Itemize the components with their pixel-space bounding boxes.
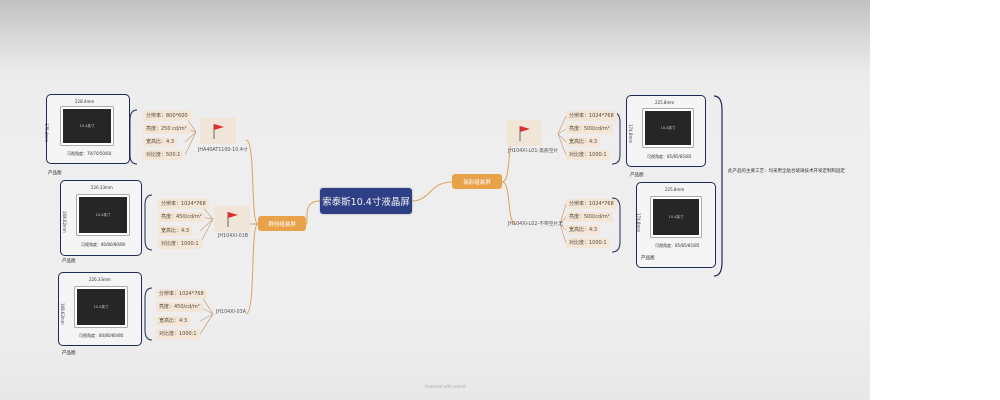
flag-icon [213, 124, 224, 139]
product-label-3: 产品图 [62, 351, 76, 356]
model-label-1: JHA40AT1100-10.4寸 [198, 148, 248, 153]
dim-top-5: 225.8mm [665, 187, 685, 192]
spec-contrast-4: 对比度：1000:1 [566, 150, 610, 160]
right-branch-node[interactable]: 瑞彩组装屏 [452, 174, 502, 189]
flag-node-2 [214, 206, 250, 232]
spec-ratio-5: 宽高比：4:3 [566, 225, 601, 235]
model-label-2: JH104XI-01B [218, 234, 249, 239]
spec-resolution-2: 分辨率：1024*768 [158, 199, 209, 209]
screen-image-4: 10.4英寸 [643, 109, 693, 147]
model-label-3: JH104XI-03A [216, 310, 246, 315]
dim-top-2: 226.33mm [91, 185, 113, 190]
left-branch-label: 群创组装屏 [268, 221, 296, 228]
spec-ratio-1: 宽高比：4:3 [143, 137, 178, 147]
flag-icon [227, 212, 238, 227]
view-angle-5: 可视角度：85/85/85/85 [655, 243, 700, 248]
view-angle-3: 可视角度：80/80/80/80 [79, 333, 124, 338]
top-shadow [0, 0, 870, 70]
spec-brightness-1: 亮度：250 cd/m² [143, 124, 190, 134]
spec-resolution-3: 分辨率：1024*768 [156, 289, 207, 299]
spec-ratio-2: 宽高比：4:3 [158, 226, 193, 236]
dim-top-3: 226.33mm [89, 277, 111, 282]
dim-side-1: 175.4mm [44, 123, 49, 143]
spec-resolution-5: 分辨率：1024*768 [566, 199, 617, 209]
footer-watermark: Powered with xmind [425, 384, 466, 389]
product-label-5: 产品图 [641, 256, 655, 261]
model-label-5: JH104XI-L02-不带空片无 [508, 222, 564, 227]
screen-text-5: 10.4英寸 [668, 215, 684, 220]
view-angle-2: 可视角度：80/80/80/80 [81, 242, 126, 247]
dim-top-1: 228.4mm [75, 99, 95, 104]
dim-side-4: 174.8mm [628, 124, 633, 144]
product-frame-2: 226.33mm 10.4英寸 168.62mm 可视角度：80/80/80/8… [60, 180, 142, 256]
product-label-2: 产品图 [62, 259, 76, 264]
dim-side-5: 174.8mm [636, 213, 641, 233]
screen-image-2: 10.4英寸 [77, 195, 129, 235]
root-node[interactable]: 索泰斯10.4寸液晶屏 [320, 188, 412, 214]
dim-side-2: 168.62mm [62, 211, 67, 233]
connector-right-bottom [501, 181, 517, 225]
screen-image-1: 10.4英寸 [61, 107, 113, 145]
left-branch-node[interactable]: 群创组装屏 [258, 216, 306, 231]
spec-contrast-1: 对比度：500:1 [143, 150, 184, 160]
spec-contrast-3: 对比度：1000:1 [156, 329, 200, 339]
flag-node-1 [200, 118, 236, 144]
connector-root-right [411, 181, 453, 202]
spec-brightness-5: 亮度：500/cd/m² [566, 212, 613, 222]
spec-brightness-3: 亮度：450/cd/m² [156, 302, 203, 312]
product-label-1: 产品图 [48, 171, 62, 176]
dim-top-4: 225.8mm [655, 100, 675, 105]
screen-text-1: 10.4英寸 [79, 124, 95, 129]
connector-left-top [245, 139, 259, 225]
product-frame-1: 228.4mm 10.4英寸 175.4mm 可视角度：70/70/50/60 [44, 94, 130, 164]
spec-ratio-3: 宽高比：4:3 [156, 316, 191, 326]
connector-root-left [305, 200, 321, 225]
product-frame-4: 225.8mm 10.4英寸 174.8mm 可视角度：85/85/85/85 [626, 95, 706, 167]
spec-ratio-4: 宽高比：4:3 [566, 137, 601, 147]
product-frame-3: 226.33mm 10.4英寸 168.62mm 可视角度：80/80/80/8… [58, 272, 142, 346]
view-angle-4: 可视角度：85/85/85/85 [647, 154, 692, 159]
product-frame-5: 225.8mm 10.4英寸 174.8mm 可视角度：85/85/85/85 … [636, 182, 716, 268]
process-note: 此产品的主要工艺：均采用全贴合玻璃技术开发定制和固定 [728, 169, 845, 174]
spec-brightness-2: 亮度：450/cd/m² [158, 212, 205, 222]
right-branch-label: 瑞彩组装屏 [463, 179, 491, 186]
model-label-4: JH104XI-L01-黑底空片 [508, 149, 559, 154]
spec-contrast-5: 对比度：1000:1 [566, 238, 610, 248]
screen-image-3: 10.4英寸 [75, 287, 127, 327]
spec-resolution-1: 分辨率：800*600 [143, 111, 191, 121]
dim-side-3: 168.62mm [60, 303, 65, 325]
spec-contrast-2: 对比度：1000:1 [158, 239, 202, 249]
flag-node-4 [506, 120, 542, 146]
spec-brightness-4: 亮度：500/cd/m² [566, 124, 613, 134]
product-label-4: 产品图 [630, 173, 644, 178]
flag-icon [519, 126, 530, 141]
root-label: 索泰斯10.4寸液晶屏 [322, 197, 410, 208]
screen-image-5: 10.4英寸 [651, 197, 701, 237]
screen-text-2: 10.4英寸 [95, 213, 111, 218]
view-angle-1: 可视角度：70/70/50/60 [67, 151, 112, 156]
screen-text-4: 10.4英寸 [660, 126, 676, 131]
connector-left-bottom [245, 223, 259, 315]
screen-text-3: 10.4英寸 [93, 305, 109, 310]
spec-resolution-4: 分辨率：1024*768 [566, 111, 617, 121]
